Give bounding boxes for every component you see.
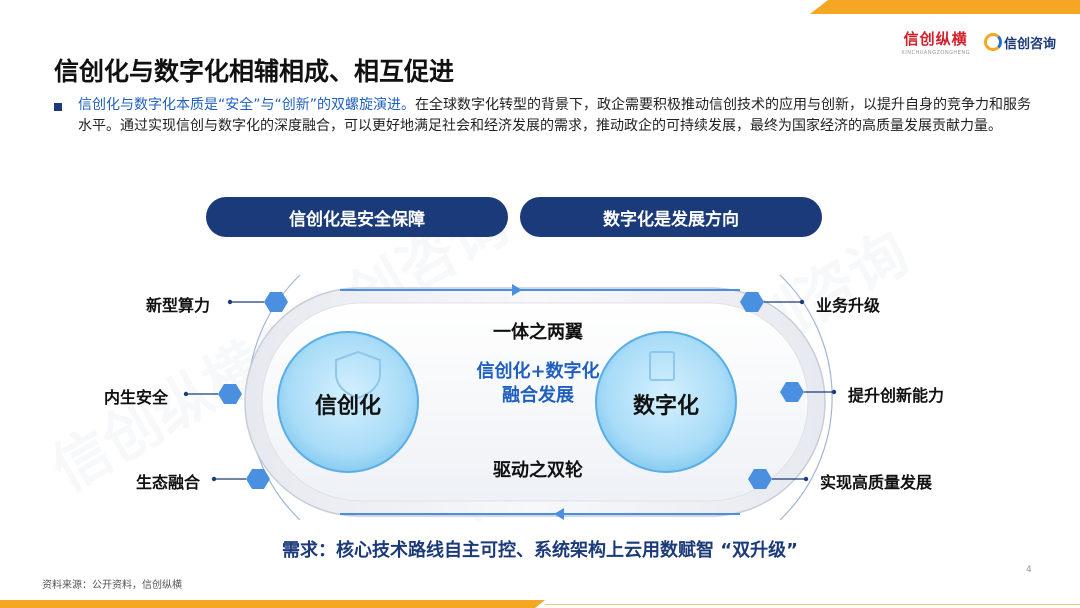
source-note: 资料来源：公开资料，信创纵横 <box>42 580 182 591</box>
shield-icon <box>335 350 381 400</box>
logo-xinchuangzixun: 信创咨询 <box>983 33 1056 52</box>
hexagon-icon <box>740 292 764 312</box>
square-bullet-icon <box>54 103 62 111</box>
center-slogan-line2: 融合发展 <box>502 385 574 406</box>
logo-right-text: 信创咨询 <box>1003 36 1056 52</box>
right-label-innovation: 提升创新能力 <box>848 386 945 405</box>
right-connectors <box>740 292 837 489</box>
bottom-accent-line <box>545 604 1080 605</box>
right-label-quality: 实现高质量发展 <box>820 473 933 492</box>
intro-paragraph: 信创化与数字化本质是“安全”与“创新”的双螺旋演进。在全球数字化转型的背景下，政… <box>78 95 1038 137</box>
hexagon-icon <box>748 469 772 489</box>
left-label-ecosystem: 生态融合 <box>136 473 201 492</box>
top-accent-bar <box>810 0 1080 14</box>
outer-arc-right <box>779 274 833 521</box>
hexagon-icon <box>780 382 804 402</box>
bottom-arrow-icon <box>554 508 564 520</box>
left-label-computing: 新型算力 <box>146 296 211 315</box>
top-arrow-icon <box>512 284 522 296</box>
bullet-marker <box>54 98 68 111</box>
circle-digital <box>595 331 737 473</box>
bottom-accent-bar <box>0 600 545 608</box>
hexagon-icon <box>218 384 242 404</box>
top-slogan: 一体之两翼 <box>493 322 583 343</box>
pill-security: 信创化是安全保障 <box>206 197 508 237</box>
document-icon <box>649 351 675 381</box>
circle-xinchuang <box>277 331 419 473</box>
logo-xinchuangzongheng: 信创纵横 XINCHUANGZONGHENG <box>901 28 970 56</box>
logo-left-text: 信创纵横 <box>903 30 968 48</box>
intro-highlight: 信创化与数字化本质是“安全”与“创新”的双螺旋演进。 <box>78 97 416 113</box>
left-label-security: 内生安全 <box>104 388 169 407</box>
logo-left-subtext: XINCHUANGZONGHENG <box>901 50 970 56</box>
center-slogan: 信创化+数字化 融合发展 <box>418 360 658 408</box>
right-label-business: 业务升级 <box>816 296 881 315</box>
hexagon-icon <box>246 469 270 489</box>
logo-group: 信创纵横 XINCHUANGZONGHENG 信创咨询 <box>901 28 1056 56</box>
left-connectors <box>183 292 288 489</box>
center-slogan-line1: 信创化+数字化 <box>476 361 600 382</box>
page-number: 4 <box>1026 565 1032 575</box>
pill-development: 数字化是发展方向 <box>520 197 822 237</box>
logo-ring-icon <box>983 33 1002 51</box>
circle-xinchuang-label: 信创化 <box>314 394 381 419</box>
page-title: 信创化与数字化相辅相成、相互促进 <box>54 57 455 86</box>
hexagon-icon <box>264 292 288 312</box>
bottom-slogan: 驱动之双轮 <box>493 460 583 481</box>
requirement-statement: 需求：核心技术路线自主可控、系统架构上云用数赋智 “双升级” <box>282 540 798 561</box>
intro-body: 在全球数字化转型的背景下，政企需要积极推动信创技术的应用与创新，以提升自身的竞争… <box>78 97 1032 134</box>
circle-digital-label: 数字化 <box>632 394 699 419</box>
